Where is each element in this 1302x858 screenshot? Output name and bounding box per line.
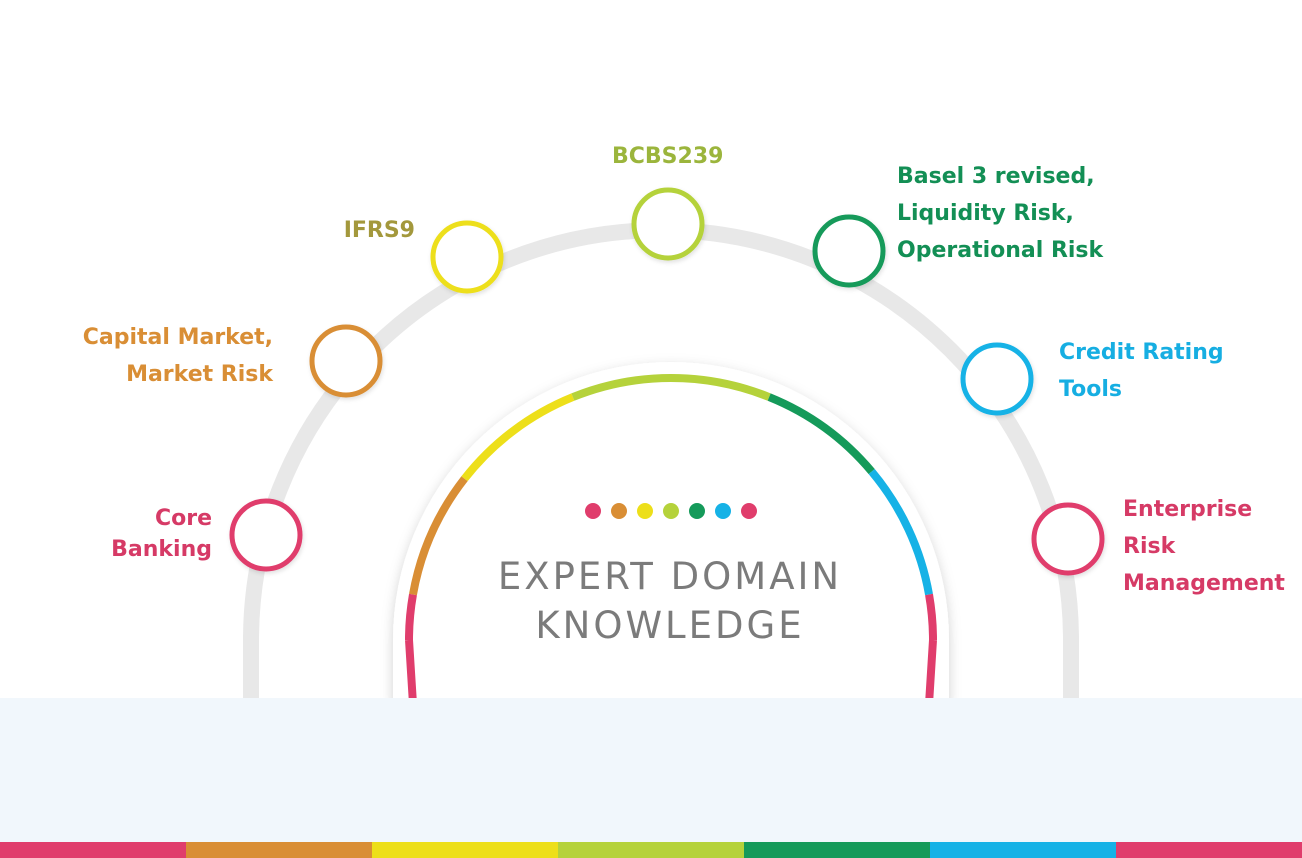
inner-semicircle-layer (393, 362, 949, 705)
color-dot (741, 503, 757, 519)
bottom-bar-segment (744, 842, 930, 858)
color-dot (611, 503, 627, 519)
inner-arc-segment (767, 393, 875, 475)
domain-nodes (229, 187, 1105, 576)
node-circle-basel3 (812, 214, 886, 288)
label-credit-rating-line-1: Credit Rating (1059, 340, 1224, 365)
label-erm-line-1: Enterprise (1123, 497, 1253, 522)
color-dots (585, 503, 757, 519)
inner-arc-left-tail (405, 639, 417, 705)
label-basel3-line-1: Basel 3 revised, (897, 164, 1095, 189)
bottom-bar-segment (930, 842, 1116, 858)
color-dot (715, 503, 731, 519)
label-basel3-line-2: Liquidity Risk, (897, 201, 1074, 226)
node-circle-erm (1031, 502, 1105, 576)
color-dot (689, 503, 705, 519)
bottom-panel (0, 698, 1302, 842)
node-circle-core-banking (229, 498, 303, 572)
center-title-line-1: EXPERT DOMAIN (497, 555, 843, 598)
color-dot (637, 503, 653, 519)
bottom-bar-segment (0, 842, 186, 858)
inner-arc-segment (461, 393, 575, 482)
label-basel3: Basel 3 revised, Liquidity Risk, Operati… (897, 158, 1103, 269)
inner-semicircle (393, 362, 949, 704)
color-dot (585, 503, 601, 519)
bottom-bar-segment (186, 842, 372, 858)
label-ifrs9-line-1: IFRS9 (343, 218, 415, 243)
label-bcbs239-line-1: BCBS239 (612, 144, 724, 169)
node-circle-credit-rating (960, 342, 1034, 416)
bottom-bar-segment (1116, 842, 1302, 858)
label-core-banking: Core Banking (111, 503, 212, 565)
color-dot (663, 503, 679, 519)
inner-arc-segment (571, 374, 771, 401)
node-circle-ifrs9 (430, 220, 504, 294)
inner-arc-segment (409, 476, 468, 596)
bottom-bar-segment (558, 842, 744, 858)
node-circle-capital-market (309, 324, 383, 398)
center-title: EXPERT DOMAIN KNOWLEDGE (420, 552, 920, 650)
label-erm-line-2: Risk (1123, 534, 1176, 559)
label-basel3-line-3: Operational Risk (897, 238, 1104, 263)
label-erm-line-3: Management (1123, 571, 1285, 596)
bottom-bar-segment (372, 842, 558, 858)
label-capital-market-line-1: Capital Market, (82, 325, 273, 350)
label-core-banking-line-1: Core (154, 506, 212, 531)
node-circle-bcbs239 (631, 187, 705, 261)
label-credit-rating-line-2: Tools (1059, 377, 1122, 402)
inner-arc-segment (868, 469, 933, 596)
bottom-color-bar (0, 842, 1302, 858)
label-core-banking-line-2: Banking (111, 537, 212, 562)
inner-arc-right-tail (925, 639, 937, 705)
label-capital-market: Capital Market, Market Risk (83, 319, 273, 393)
label-erm: Enterprise Risk Management (1123, 491, 1285, 602)
label-ifrs9: IFRS9 (344, 212, 415, 249)
label-credit-rating: Credit Rating Tools (1059, 334, 1224, 408)
label-capital-market-line-2: Market Risk (126, 362, 273, 387)
center-title-line-2: KNOWLEDGE (535, 604, 805, 647)
label-bcbs239: BCBS239 (612, 138, 723, 175)
inner-arc-segment (925, 593, 937, 641)
inner-arc-segment (405, 593, 417, 641)
